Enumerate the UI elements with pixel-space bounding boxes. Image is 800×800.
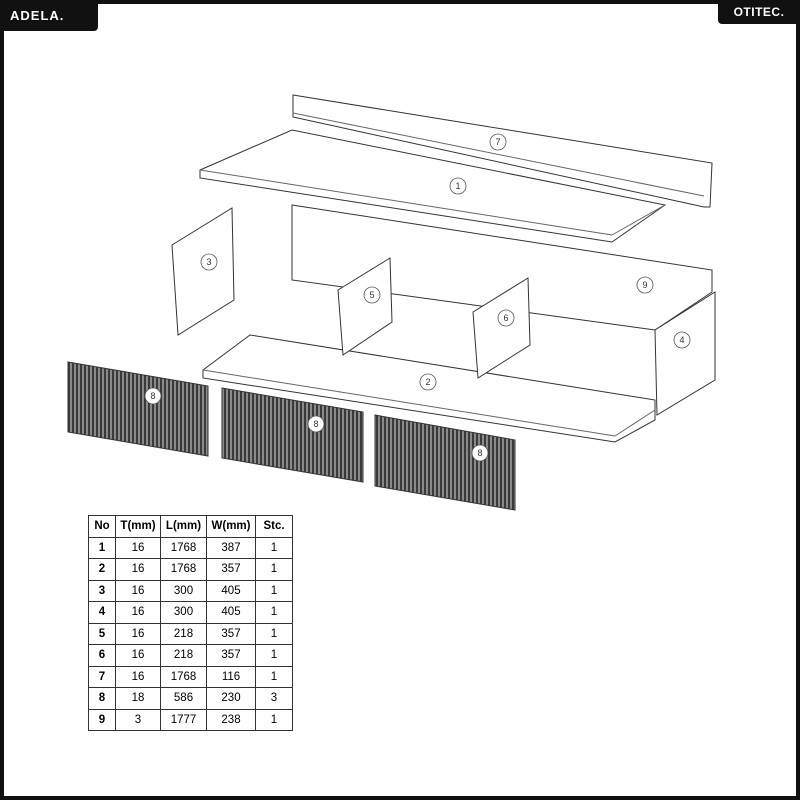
table-cell: 18	[115, 687, 161, 710]
table-cell: 1	[255, 665, 293, 688]
part-label-6: 6	[497, 309, 515, 327]
part-label-8a: 8	[144, 387, 162, 405]
table-cell: 1777	[160, 708, 207, 731]
table-cell: 300	[160, 579, 207, 602]
header-length: L(mm)	[160, 515, 207, 538]
table-cell: 1	[255, 622, 293, 645]
table-cell: 1	[255, 536, 293, 559]
table-cell: 3	[115, 708, 161, 731]
panel-1-top	[199, 129, 667, 243]
table-cell: 357	[206, 622, 256, 645]
table-cell: 6	[88, 644, 116, 667]
part-label-7: 7	[489, 133, 507, 151]
header-thickness: T(mm)	[115, 515, 161, 538]
table-cell: 357	[206, 558, 256, 581]
brand-adela: ADELA.	[0, 0, 98, 31]
table-cell: 300	[160, 601, 207, 624]
part-label-1: 1	[449, 177, 467, 195]
table-cell: 16	[115, 622, 161, 645]
table-header-row: No T(mm) L(mm) W(mm) Stc.	[88, 515, 293, 538]
table-cell: 16	[115, 579, 161, 602]
svg-text:2: 2	[425, 377, 430, 387]
table-cell: 8	[88, 687, 116, 710]
table-cell: 3	[88, 579, 116, 602]
table-cell: 16	[115, 558, 161, 581]
table-cell: 2	[88, 558, 116, 581]
panel-9-back-panel	[291, 204, 713, 331]
table-cell: 1	[255, 579, 293, 602]
panel-3-left-side	[171, 207, 235, 336]
svg-text:7: 7	[495, 137, 500, 147]
table-cell: 1	[255, 558, 293, 581]
panel-8-front-3	[374, 414, 516, 511]
svg-text:9: 9	[642, 280, 647, 290]
header-width: W(mm)	[206, 515, 256, 538]
table-cell: 5	[88, 622, 116, 645]
table-cell: 405	[206, 601, 256, 624]
table-cell: 357	[206, 644, 256, 667]
svg-text:4: 4	[679, 335, 684, 345]
panel-5-divider	[337, 257, 393, 356]
table-cell: 1	[88, 536, 116, 559]
part-label-5: 5	[363, 286, 381, 304]
table-cell: 116	[206, 665, 256, 688]
table-cell: 218	[160, 644, 207, 667]
svg-text:5: 5	[369, 290, 374, 300]
table-cell: 4	[88, 601, 116, 624]
table-cell: 238	[206, 708, 256, 731]
svg-text:8: 8	[150, 391, 155, 401]
table-cell: 1768	[160, 536, 207, 559]
svg-text:1: 1	[455, 181, 460, 191]
table-cell: 1768	[160, 558, 207, 581]
table-cell: 586	[160, 687, 207, 710]
table-cell: 16	[115, 665, 161, 688]
table-cell: 3	[255, 687, 293, 710]
table-cell: 387	[206, 536, 256, 559]
brand-otitec: OTITEC.	[718, 0, 800, 24]
panel-8-front-1	[67, 361, 209, 457]
table-cell: 9	[88, 708, 116, 731]
table-cell: 7	[88, 665, 116, 688]
table-cell: 1768	[160, 665, 207, 688]
table-cell: 16	[115, 601, 161, 624]
table-cell: 1	[255, 644, 293, 667]
part-label-4: 4	[673, 331, 691, 349]
table-cell: 16	[115, 644, 161, 667]
svg-text:3: 3	[206, 257, 211, 267]
part-label-9: 9	[636, 276, 654, 294]
panel-4-right-side	[654, 291, 716, 416]
table-cell: 230	[206, 687, 256, 710]
part-label-2: 2	[419, 373, 437, 391]
panel-6-divider	[472, 277, 531, 379]
table-cell: 1	[255, 601, 293, 624]
table-cell: 16	[115, 536, 161, 559]
svg-text:8: 8	[313, 419, 318, 429]
panel-8-front-2	[221, 387, 364, 483]
part-label-8b: 8	[307, 415, 325, 433]
part-label-8c: 8	[471, 444, 489, 462]
table-cell: 405	[206, 579, 256, 602]
svg-text:8: 8	[477, 448, 482, 458]
table-cell: 218	[160, 622, 207, 645]
part-label-3: 3	[200, 253, 218, 271]
header-quantity: Stc.	[255, 515, 293, 538]
table-cell: 1	[255, 708, 293, 731]
header-no: No	[88, 515, 116, 538]
svg-text:6: 6	[503, 313, 508, 323]
